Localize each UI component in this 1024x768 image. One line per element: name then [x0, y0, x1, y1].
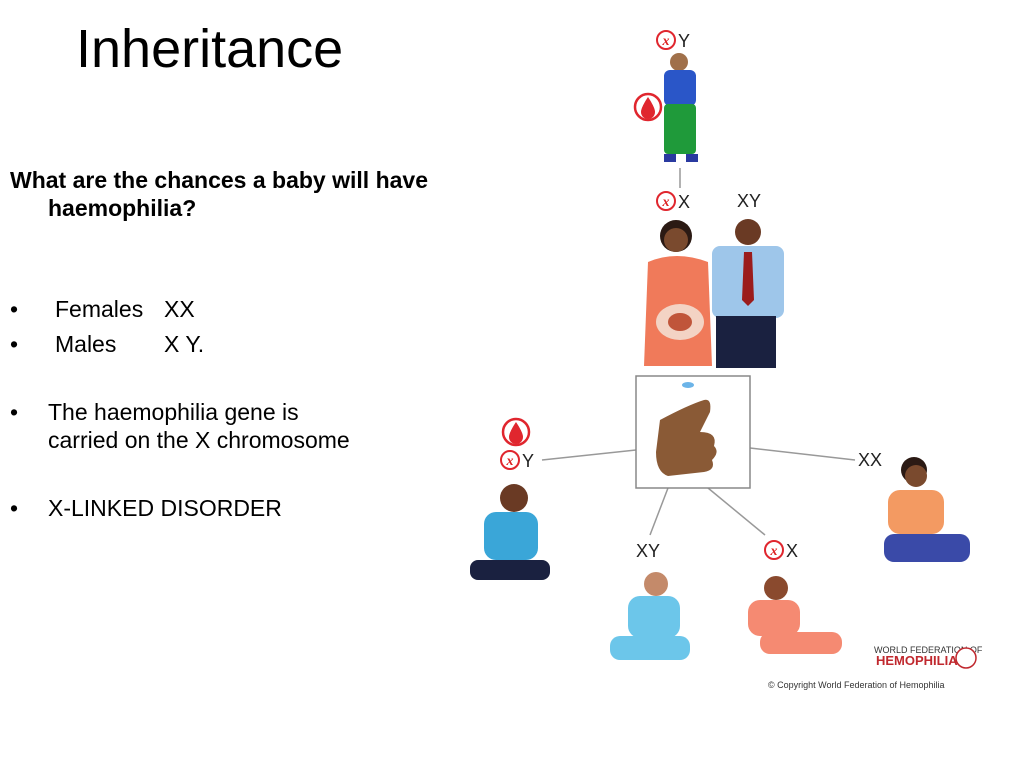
father-chromosome-label: XY: [737, 191, 761, 211]
svg-text:x: x: [662, 34, 670, 49]
inheritance-diagram: x Y x X XY x Y: [470, 30, 983, 690]
bullet-value: X Y.: [164, 331, 205, 357]
mother-chromosome-label: X: [678, 192, 690, 212]
svg-text:HEMOPHILIA: HEMOPHILIA: [876, 653, 958, 668]
connector-line: [707, 487, 766, 536]
bullet-value: XX: [164, 296, 195, 322]
carrier-daughter-figure: [748, 576, 842, 654]
bullet-text: X-LINKED DISORDER: [48, 495, 282, 521]
svg-text:x: x: [506, 454, 514, 469]
carrier-daughter-chromosome-label: X: [786, 541, 798, 561]
blood-drop-icon: [501, 417, 531, 447]
svg-text:x: x: [770, 544, 778, 559]
carrier-marker-icon: x: [764, 540, 784, 560]
carrier-marker-icon: x: [500, 450, 520, 470]
daughter-figure: [884, 457, 970, 562]
blood-drop-icon: [633, 92, 663, 122]
bullet-text-line2: carried on the X chromosome: [48, 427, 350, 453]
connector-line: [749, 447, 856, 461]
hemophilia-logo: WORLD FEDERATION OF HEMOPHILIA: [874, 645, 983, 669]
globe-icon: [955, 647, 977, 669]
bullet-marker: •: [10, 296, 19, 322]
bullet-marker: •: [10, 331, 19, 357]
daughter-chromosome-label: XX: [858, 450, 882, 470]
slide-title: Inheritance: [76, 19, 344, 79]
mother-figure: [644, 220, 712, 366]
bullet-marker: •: [10, 495, 19, 521]
affected-son-figure: [470, 484, 550, 580]
carrier-marker-icon: x: [656, 191, 676, 211]
bullet-marker: •: [10, 399, 19, 425]
connector-line: [541, 449, 637, 461]
hand-icon: [656, 399, 717, 476]
grandfather-chromosome-label: Y: [678, 31, 690, 51]
svg-text:x: x: [662, 195, 670, 210]
svg-text:WORLD FEDERATION OF: WORLD FEDERATION OF: [874, 645, 983, 655]
affected-son-chromosome-label: Y: [522, 451, 534, 471]
normal-son-chromosome-label: XY: [636, 541, 660, 561]
bullet-text-line1: The haemophilia gene is: [48, 399, 299, 425]
bullet-label: Males: [55, 331, 117, 357]
grandfather-figure: [664, 53, 698, 162]
father-figure: [712, 219, 784, 368]
carrier-marker-icon: x: [656, 30, 676, 50]
normal-son-figure: [610, 572, 690, 660]
question-text: What are the chances a baby will have ha…: [10, 167, 428, 221]
copyright-text: © Copyright World Federation of Hemophil…: [768, 680, 945, 690]
bullet-label: Females: [55, 296, 144, 322]
connector-line: [649, 487, 669, 536]
fingers-crossed-box: [635, 375, 751, 489]
